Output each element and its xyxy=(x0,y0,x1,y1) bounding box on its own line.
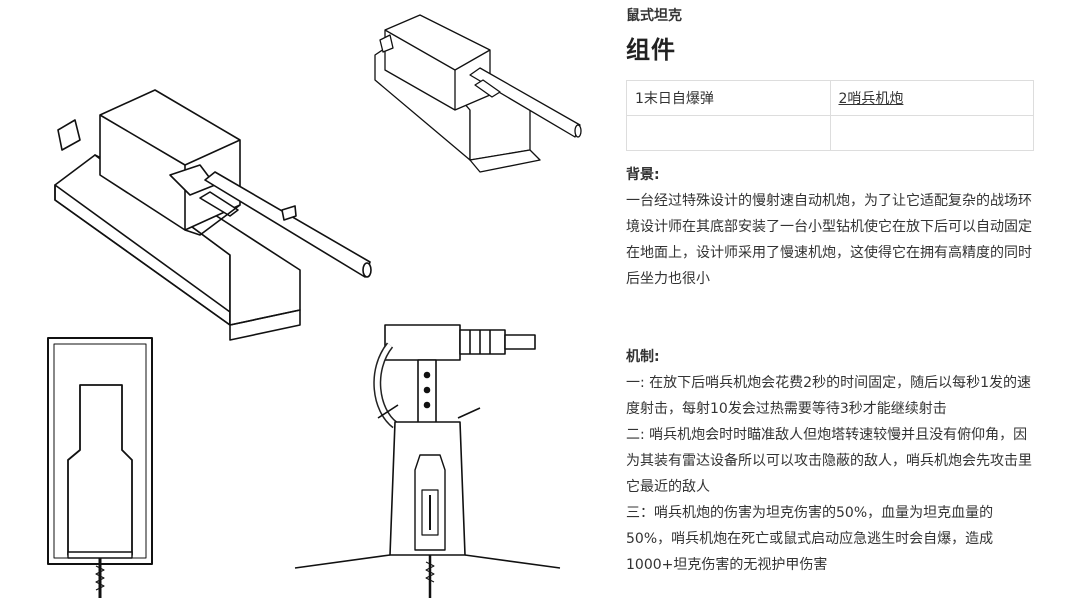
article-subject: 鼠式坦克 xyxy=(626,8,682,24)
table-cell: 1末日自爆弹 xyxy=(626,80,831,116)
table-cell xyxy=(626,115,831,151)
mechanics-item: 三：哨兵机炮的伤害为坦克伤害的50%，血量为坦克血量的50%，哨兵机炮在死亡或鼠… xyxy=(626,505,994,573)
sentry-cannon-sketch xyxy=(294,324,561,598)
component-doomsday-bomb: 1末日自爆弹 xyxy=(635,91,714,107)
sketch-area xyxy=(47,14,582,598)
drill-base-sketch xyxy=(47,337,153,598)
mechanics-heading: 机制: xyxy=(626,349,660,365)
components-table: 1末日自爆弹 2哨兵机炮 xyxy=(626,80,1034,151)
mouse-tank-small-sketch xyxy=(374,14,582,173)
table-cell xyxy=(829,115,1034,151)
background-heading: 背景: xyxy=(626,167,660,183)
mechanics-item: 二: 哨兵机炮会时时瞄准敌人但炮塔转速较慢并且没有俯仰角，因为其装有雷达设备所以… xyxy=(626,427,1032,495)
component-sentry-cannon-link[interactable]: 2哨兵机炮 xyxy=(838,91,904,107)
page-title: 组件 xyxy=(626,36,676,64)
background-paragraph: 一台经过特殊设计的慢射速自动机炮，为了让它适配复杂的战场环境设计师在其底部安装了… xyxy=(626,193,1032,287)
mechanics-item: 一: 在放下后哨兵机炮会花费2秒的时间固定，随后以每秒1发的速度射击，每射10发… xyxy=(626,375,1031,417)
table-row: 1末日自爆弹 2哨兵机炮 xyxy=(626,80,1034,116)
table-cell: 2哨兵机炮 xyxy=(829,80,1034,116)
background-text: 一台经过特殊设计的慢射速自动机炮，为了让它适配复杂的战场环境设计师在其底部安装了… xyxy=(626,188,1036,292)
mouse-tank-large-sketch xyxy=(54,89,372,341)
mechanics-list: 一: 在放下后哨兵机炮会花费2秒的时间固定，随后以每秒1发的速度射击，每射10发… xyxy=(626,370,1036,578)
table-row xyxy=(626,115,1034,151)
